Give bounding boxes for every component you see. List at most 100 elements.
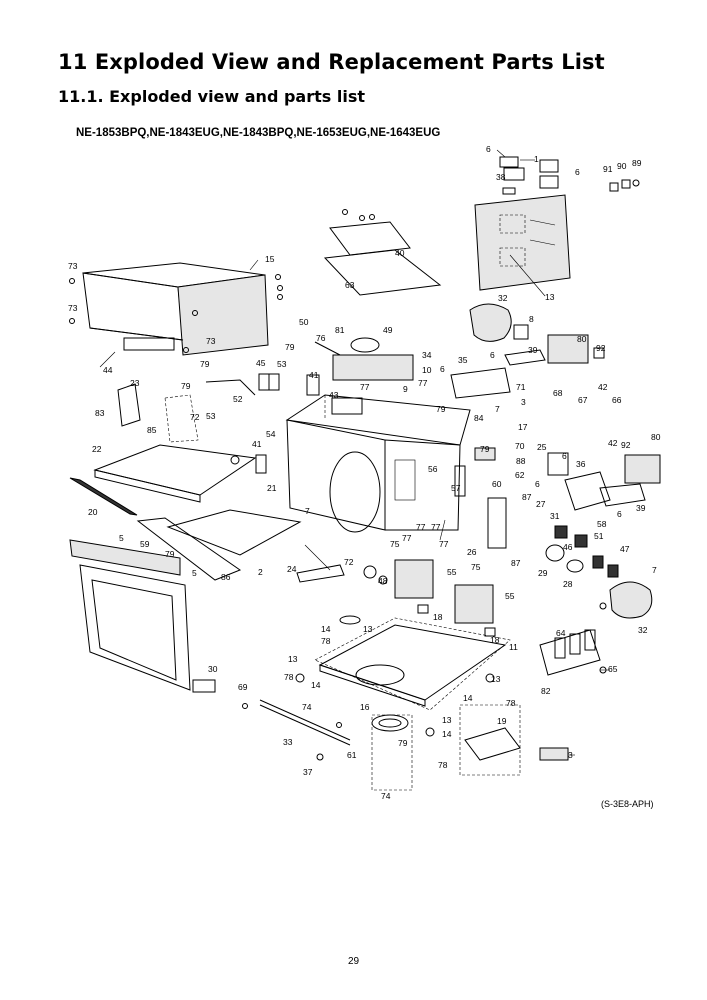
callout-53: 53 (206, 411, 216, 421)
callout-41: 41 (252, 439, 262, 449)
callout-27: 27 (536, 499, 546, 509)
callout-13: 13 (491, 674, 501, 684)
callout-76: 76 (316, 333, 326, 343)
callout-54: 54 (266, 429, 276, 439)
callout-85: 85 (147, 425, 157, 435)
callout-6: 6 (440, 364, 445, 374)
callout-78: 78 (506, 698, 516, 708)
callout-11: 11 (509, 642, 518, 652)
callout-59: 59 (140, 539, 150, 549)
callout-1: 1 (534, 154, 539, 164)
callout-79: 79 (480, 444, 490, 454)
callout-5: 5 (192, 568, 197, 578)
callout-30: 30 (208, 664, 218, 674)
callout-87: 87 (522, 492, 532, 502)
callout-16: 16 (360, 702, 370, 712)
callout-91: 91 (603, 164, 613, 174)
callout-14: 14 (463, 693, 473, 703)
callout-40: 40 (395, 248, 405, 258)
callout-44: 44 (103, 365, 113, 375)
callout-14: 14 (442, 729, 452, 739)
callout-68: 68 (553, 388, 563, 398)
section-heading: 11.1. Exploded view and parts list (58, 87, 365, 106)
callout-26: 26 (467, 547, 477, 557)
model-list: NE-1853BPQ,NE-1843EUG,NE-1843BPQ,NE-1653… (76, 127, 441, 139)
callout-42: 42 (598, 382, 608, 392)
callout-7: 7 (652, 565, 657, 575)
callout-36: 36 (576, 459, 586, 469)
callout-92: 92 (621, 440, 631, 450)
callout-73: 73 (68, 261, 78, 271)
callout-74: 74 (381, 791, 391, 801)
upper-components (117, 337, 546, 443)
callout-63: 63 (345, 280, 355, 290)
callout-18: 18 (490, 635, 500, 645)
callout-6: 6 (575, 167, 580, 177)
callout-18: 18 (433, 612, 443, 622)
callout-86: 86 (221, 572, 231, 582)
callout-6: 6 (535, 479, 540, 489)
callout-79: 79 (181, 381, 191, 391)
callout-39: 39 (636, 503, 646, 513)
page-heading: 11 Exploded View and Replacement Parts L… (58, 50, 605, 74)
callout-77: 77 (360, 382, 370, 392)
callout-49: 49 (383, 325, 393, 335)
callout-69: 69 (238, 682, 248, 692)
callout-8: 8 (529, 314, 534, 324)
callout-13: 13 (545, 292, 555, 302)
callout-92: 92 (596, 343, 606, 353)
callout-6: 6 (490, 350, 495, 360)
callout-13: 13 (442, 715, 452, 725)
callout-47: 47 (620, 544, 630, 554)
callout-46: 46 (563, 542, 573, 552)
callout-41: 41 (309, 370, 319, 380)
callout-51: 51 (594, 531, 604, 541)
callout-66: 66 (612, 395, 622, 405)
callout-14: 14 (321, 624, 331, 634)
callout-13: 13 (288, 654, 298, 664)
callout-15: 15 (265, 254, 275, 264)
callout-56: 56 (428, 464, 438, 474)
callout-6: 6 (562, 451, 567, 461)
exploded-view-diagram: 6 1 6 38 91 90 89 13 40 63 15 73 73 73 4… (68, 144, 661, 801)
callout-72: 72 (190, 412, 200, 422)
callout-73: 73 (68, 303, 78, 313)
callout-37: 37 (303, 767, 313, 777)
callout-43: 43 (329, 390, 339, 400)
callout-25: 25 (537, 442, 547, 452)
bottom-tray (69, 444, 302, 581)
callout-79: 79 (436, 404, 446, 414)
callout-77: 77 (416, 522, 426, 532)
callout-55: 55 (447, 567, 457, 577)
top-plate (323, 209, 442, 296)
blower-motor (469, 303, 605, 364)
callout-7: 7 (305, 506, 310, 516)
callout-29: 29 (538, 568, 548, 578)
callout-labels: 6 1 6 38 91 90 89 13 40 63 15 73 73 73 4… (68, 144, 661, 801)
callout-48: 48 (378, 576, 388, 586)
callout-90: 90 (617, 161, 627, 171)
page-number: 29 (347, 956, 360, 967)
callout-35: 35 (458, 355, 468, 365)
callout-24: 24 (287, 564, 297, 574)
callout-19: 19 (497, 716, 507, 726)
callout-60: 60 (492, 479, 502, 489)
callout-33: 33 (283, 737, 293, 747)
callout-77: 77 (402, 533, 412, 543)
callout-32: 32 (498, 293, 508, 303)
callout-73: 73 (206, 336, 216, 346)
callout-87: 87 (511, 558, 521, 568)
callout-64: 64 (556, 628, 566, 638)
callout-4: 3 (521, 397, 526, 407)
control-pcb (474, 156, 640, 291)
callout-38: 38 (496, 172, 506, 182)
callout-52: 52 (233, 394, 243, 404)
callout-82: 82 (541, 686, 551, 696)
callout-2: 2 (258, 567, 263, 577)
callout-7: 7 (495, 404, 500, 414)
callout-81: 81 (335, 325, 345, 335)
callout-71: 71 (516, 382, 526, 392)
door-assembly (69, 539, 351, 761)
callout-13: 13 (363, 624, 373, 634)
outer-cabinet (69, 262, 283, 356)
